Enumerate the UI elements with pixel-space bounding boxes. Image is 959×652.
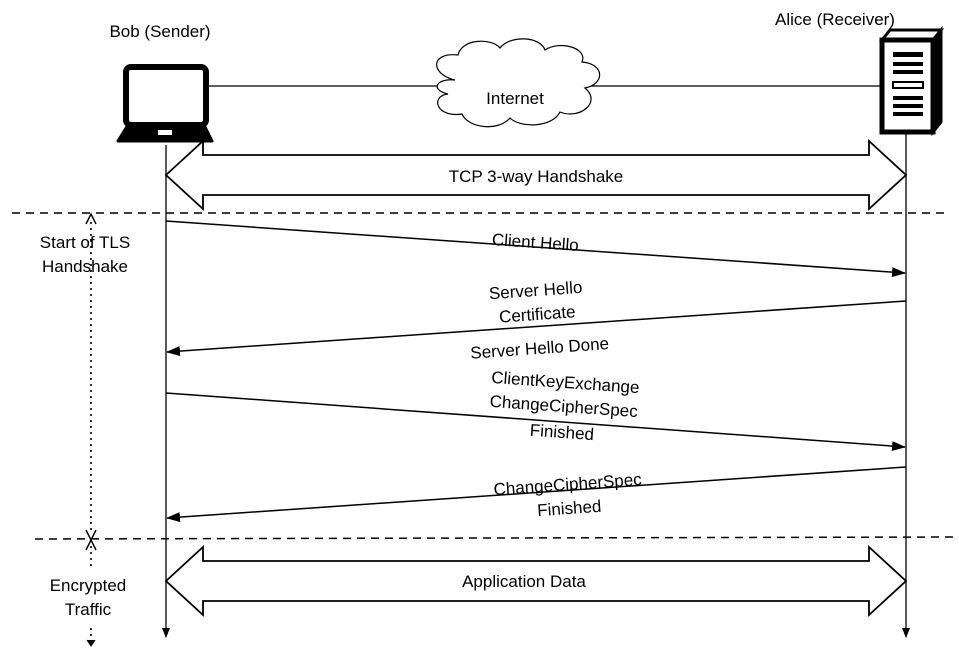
application-data-arrow	[164, 544, 908, 618]
application-data-label: Application Data	[462, 572, 586, 591]
msg-server-hello-done: Server Hello Done	[470, 334, 610, 363]
msg-change-cipher-spec-client: ChangeCipherSpec	[489, 392, 639, 421]
tls-start-label-line2: Handshake	[42, 257, 128, 276]
tls-start-label-line1: Start of TLS	[40, 233, 130, 252]
msg-finished-server: Finished	[537, 497, 602, 520]
internet-label: Internet	[486, 89, 544, 108]
encrypted-phase-bracket	[85, 538, 97, 647]
msg-change-cipher-spec-server: ChangeCipherSpec	[493, 470, 643, 499]
tcp-handshake-arrow	[164, 138, 908, 212]
msg-finished-client: Finished	[529, 421, 594, 444]
cloud-icon	[436, 38, 601, 128]
server-icon	[878, 25, 945, 137]
message-arrow-change-cipher-spec-server	[166, 466, 907, 523]
message-arrow-client-hello	[165, 220, 906, 278]
laptop-icon	[116, 64, 214, 143]
message-arrow-client-key-exchange	[165, 392, 906, 452]
sender-label: Bob (Sender)	[109, 22, 210, 41]
message-arrow-server-hello	[166, 300, 907, 357]
msg-client-hello: Client Hello	[491, 230, 579, 255]
msg-server-hello: Server Hello	[488, 278, 583, 303]
encrypted-label-line2: Traffic	[65, 600, 112, 619]
tls-end-divider	[34, 536, 959, 540]
encrypted-label-line1: Encrypted	[50, 576, 127, 595]
tcp-handshake-label: TCP 3-way Handshake	[449, 167, 624, 186]
receiver-label: Alice (Receiver)	[775, 10, 895, 29]
msg-certificate: Certificate	[498, 302, 576, 326]
